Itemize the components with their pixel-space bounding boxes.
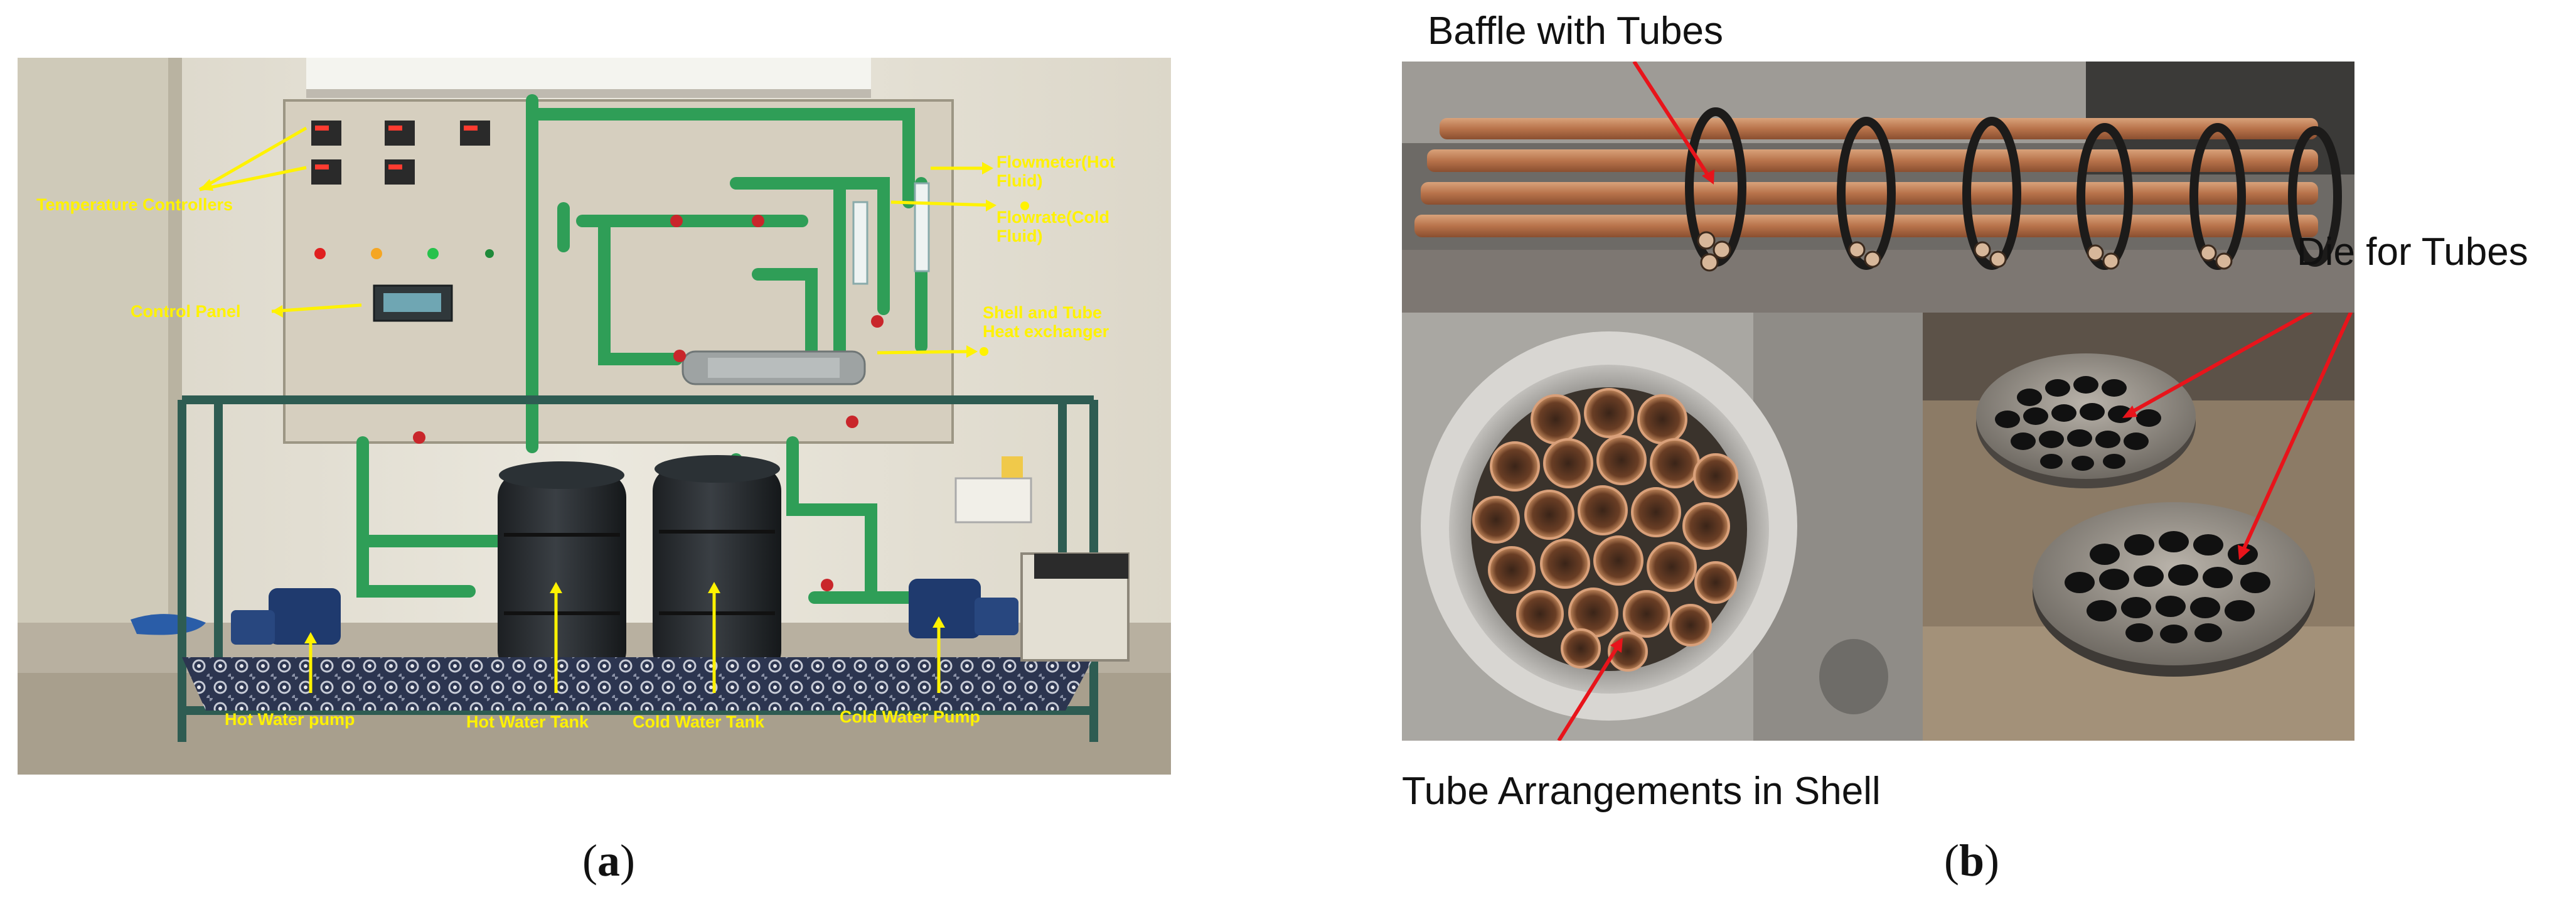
photo-heat-exchanger-setup: Temperature Controllers Flowmeter(Hot Fl… [18, 58, 1171, 775]
label-temperature-controllers: Temperature Controllers [36, 195, 233, 214]
label-hot-water-pump: Hot Water pump [225, 710, 355, 729]
label-shell-and-tube: Shell and Tube Heat exchanger [983, 303, 1109, 341]
label-control-panel: Control Panel [131, 302, 241, 321]
caption-a: (a) [582, 835, 635, 886]
label-die-for-tubes: Die for Tubes [2297, 230, 2528, 274]
label-tube-arrangements: Tube Arrangements in Shell [1402, 770, 1881, 813]
caption-b: (b) [1944, 835, 2000, 886]
caption-a-letter: a [597, 835, 620, 886]
label-hot-water-tank: Hot Water Tank [466, 712, 589, 731]
label-baffle-with-tubes: Baffle with Tubes [1428, 9, 1724, 53]
label-cold-water-pump: Cold Water Pump [840, 707, 981, 726]
label-flowrate-cold: Flowrate(Cold Fluid) [997, 208, 1109, 245]
photo-baffle-with-tubes [1402, 62, 2354, 313]
caption-b-letter: b [1959, 835, 1985, 886]
photo-die-for-tubes [1923, 313, 2354, 741]
photo-tube-arrangement-in-shell [1402, 313, 1923, 741]
label-flowmeter-hot: Flowmeter(Hot Fluid) [997, 153, 1115, 190]
label-cold-water-tank: Cold Water Tank [633, 712, 765, 731]
